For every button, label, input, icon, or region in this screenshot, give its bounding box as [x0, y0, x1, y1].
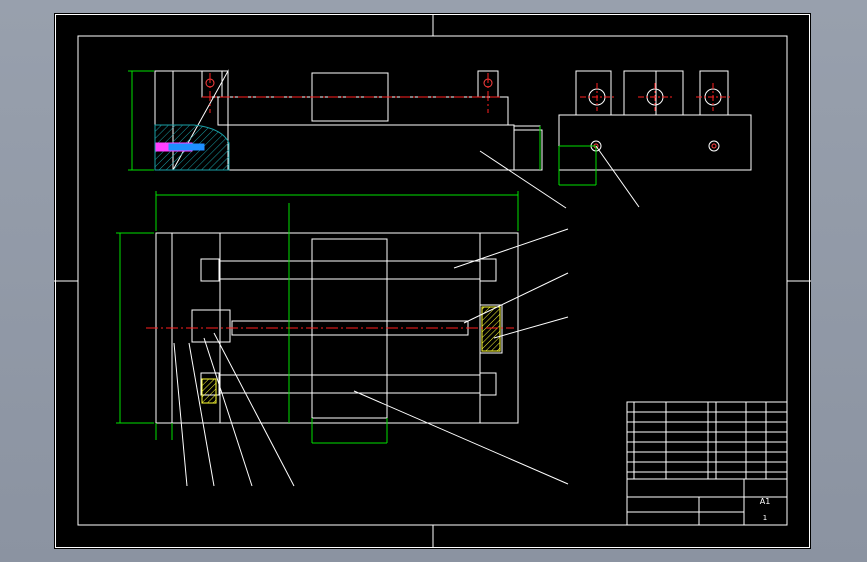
front-view-dimensions	[128, 70, 541, 171]
sheet-size-label: A1	[760, 497, 771, 506]
front-view-centerline	[202, 73, 502, 113]
front-view	[154, 69, 543, 171]
side-view-centerlines	[580, 83, 730, 111]
plan-view-dimensions	[116, 191, 519, 444]
cad-drawing-sheet: A1 1	[54, 14, 811, 548]
leader-lines	[173, 145, 640, 487]
title-block	[626, 401, 788, 526]
cad-viewport[interactable]: A1 1	[54, 13, 811, 549]
sheet-number-label: 1	[763, 514, 767, 522]
plan-view	[155, 232, 519, 424]
side-view-dimensions	[558, 145, 597, 186]
sheet-border	[54, 14, 811, 548]
